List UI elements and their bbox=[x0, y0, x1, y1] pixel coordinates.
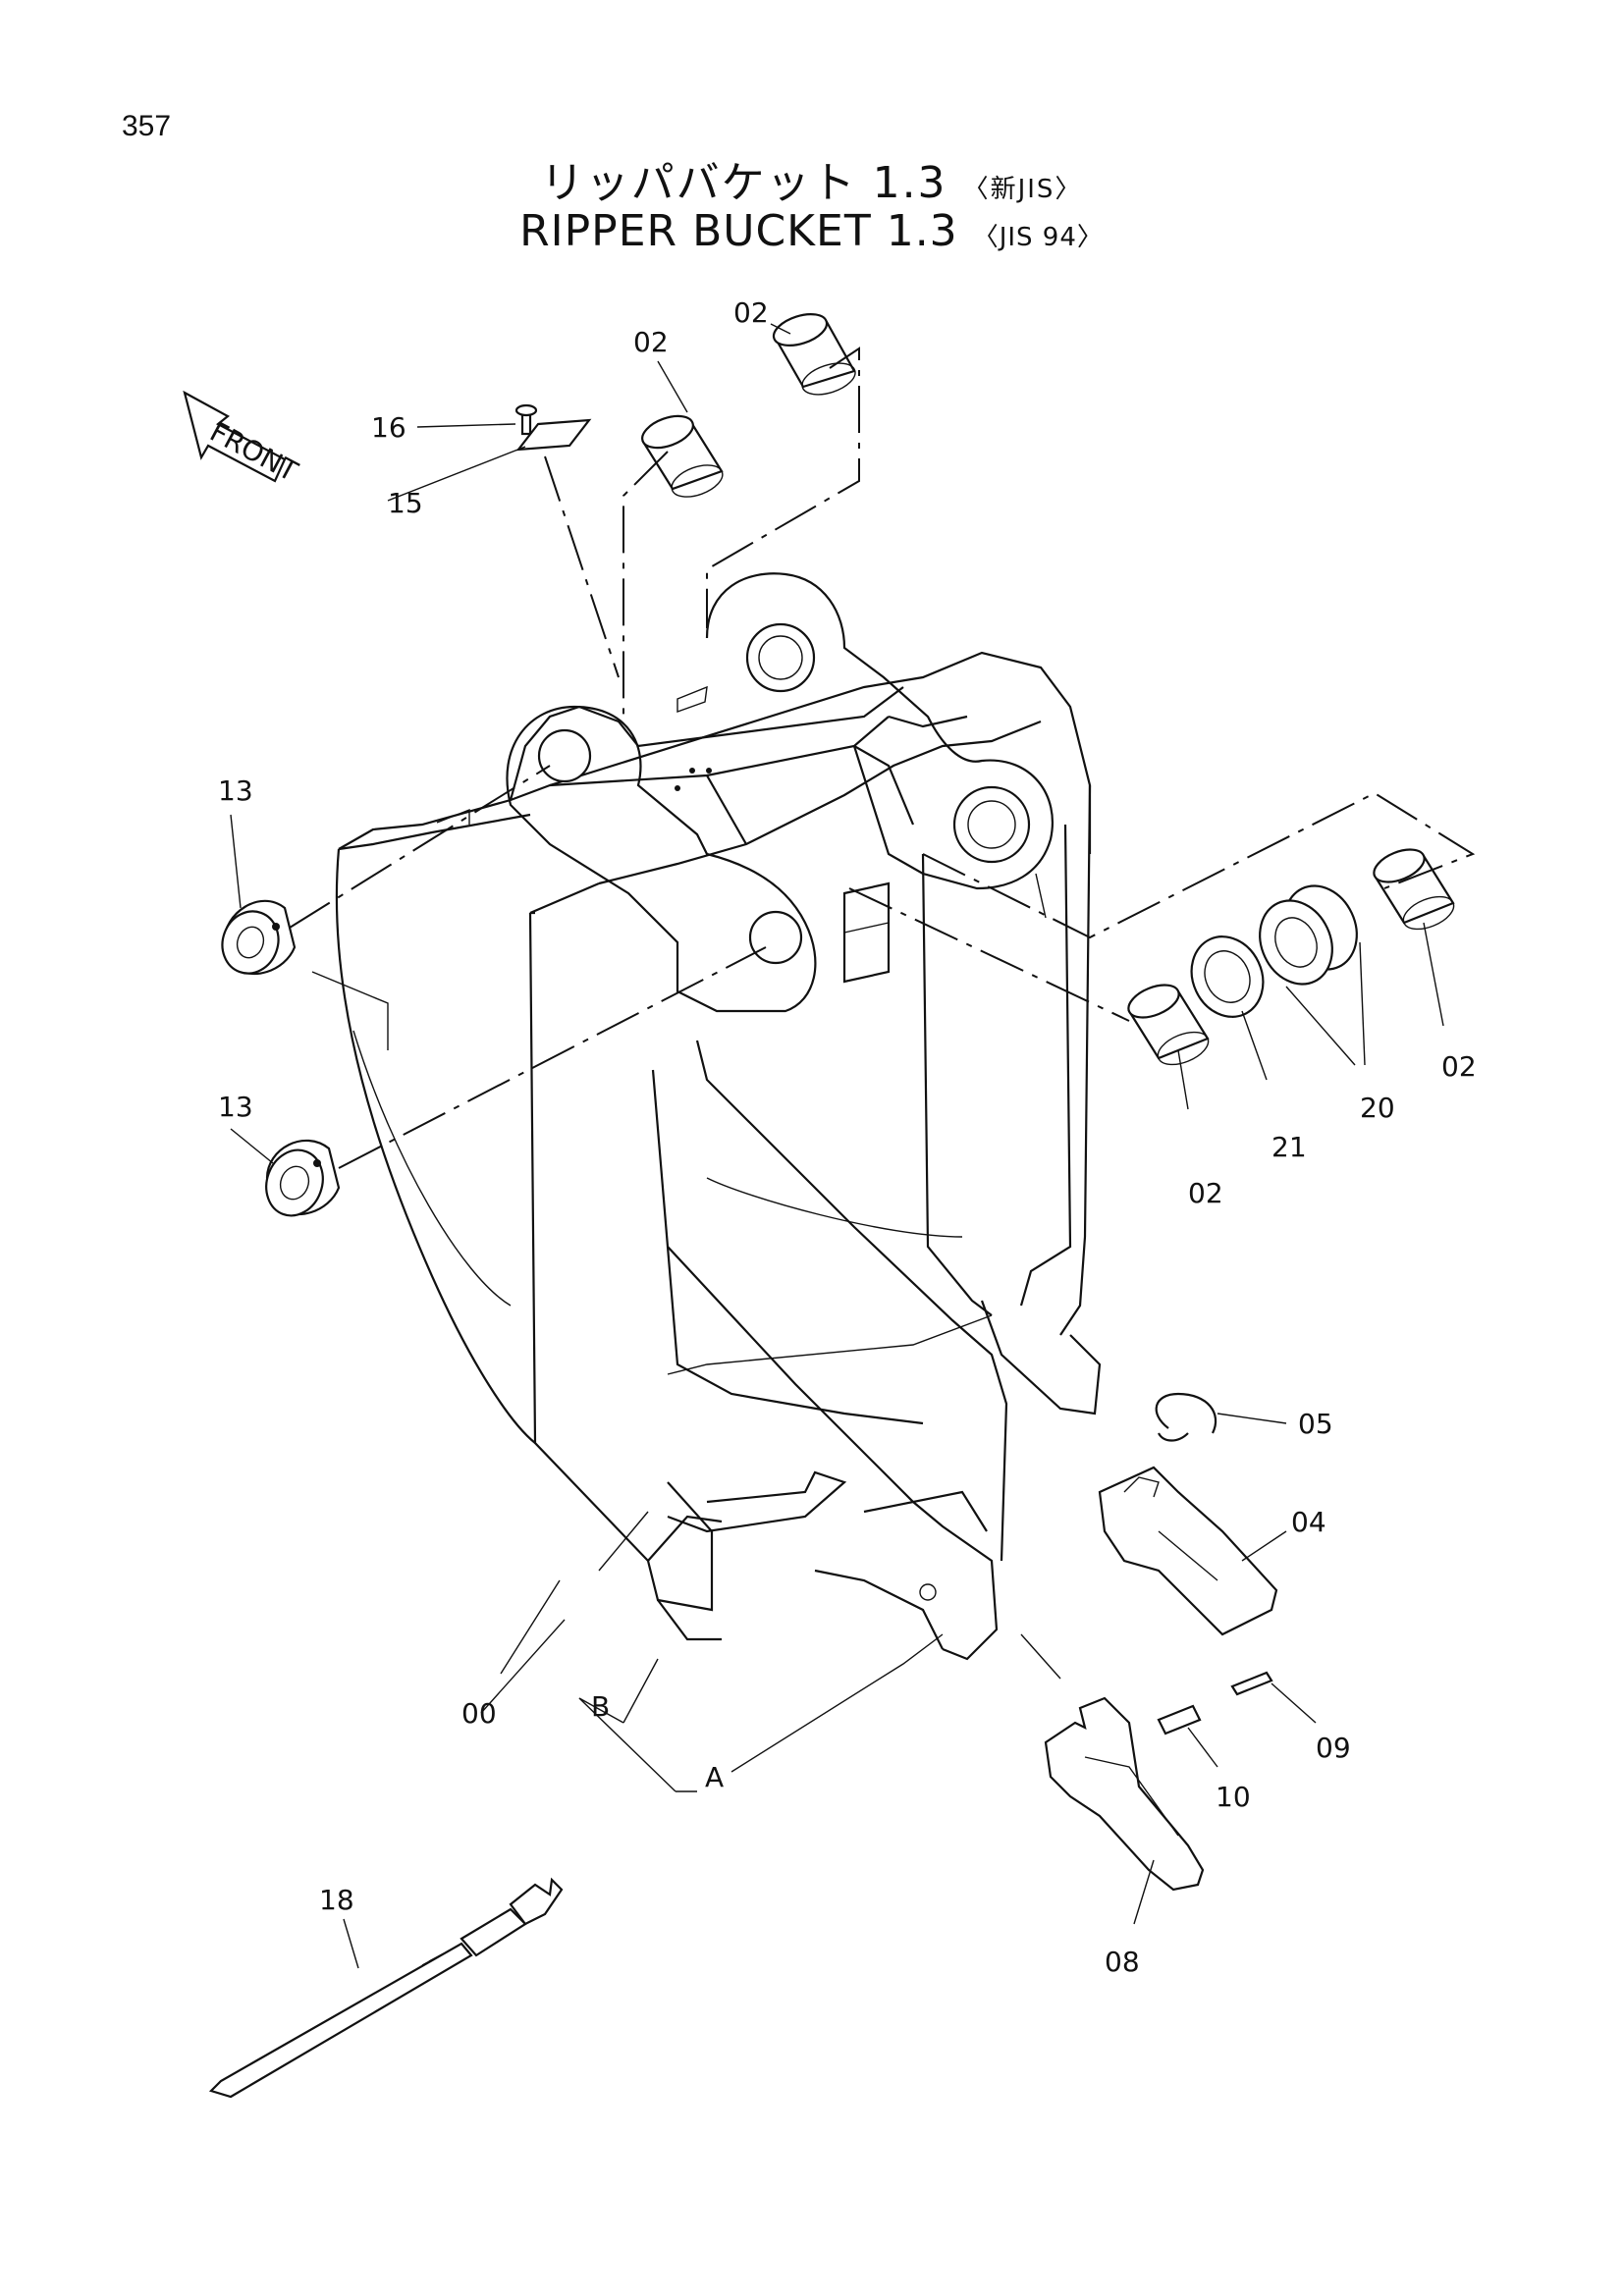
callout-08: 08 bbox=[1105, 1946, 1140, 1978]
title-japanese: リッパバケット 1.3 〈新JIS〉 bbox=[0, 147, 1623, 210]
callout-A: A bbox=[705, 1761, 724, 1793]
part-13-collar-lower bbox=[265, 1139, 341, 1217]
callout-09: 09 bbox=[1316, 1732, 1351, 1764]
part-08-ripper-tooth bbox=[1044, 1696, 1205, 1892]
callout-02-right-upper: 02 bbox=[1441, 1050, 1477, 1083]
callout-05: 05 bbox=[1298, 1408, 1333, 1440]
part-16-bolt bbox=[514, 403, 538, 436]
callout-21: 21 bbox=[1271, 1131, 1307, 1163]
part-09-pin bbox=[1230, 1671, 1273, 1696]
callout-20: 20 bbox=[1360, 1092, 1395, 1124]
part-05-lock-clip bbox=[1155, 1392, 1217, 1442]
callout-18: 18 bbox=[319, 1884, 354, 1916]
callout-13-upper: 13 bbox=[218, 774, 253, 807]
title-en-standard: 〈JIS 94〉 bbox=[972, 223, 1104, 252]
page-number: 357 bbox=[122, 110, 172, 142]
part-13-collar-upper bbox=[221, 899, 297, 976]
part-02-bushing-top-left bbox=[641, 414, 724, 498]
callout-00: 00 bbox=[461, 1697, 497, 1730]
part-20-shims bbox=[1259, 884, 1358, 986]
part-02-bushing-right-lower bbox=[1127, 984, 1210, 1066]
part-15-nameplate bbox=[515, 418, 592, 452]
title-jp-standard: 〈新JIS〉 bbox=[962, 175, 1083, 204]
callout-02-top-right: 02 bbox=[733, 296, 769, 329]
part-10-pin bbox=[1157, 1704, 1202, 1735]
part-21-washer bbox=[1190, 935, 1265, 1018]
part-04-tooth bbox=[1098, 1466, 1278, 1636]
title-en-text: RIPPER BUCKET 1.3 bbox=[519, 206, 958, 256]
callout-02-top-left: 02 bbox=[633, 326, 669, 358]
front-arrow-icon: FRONT bbox=[183, 390, 303, 488]
callout-B: B bbox=[591, 1690, 610, 1723]
callout-04: 04 bbox=[1291, 1506, 1326, 1538]
title-jp-text: リッパバケット 1.3 bbox=[540, 158, 947, 208]
callout-10: 10 bbox=[1216, 1781, 1251, 1813]
callout-02-right-lower: 02 bbox=[1188, 1177, 1223, 1209]
part-18-rod bbox=[208, 1877, 564, 2099]
callout-16: 16 bbox=[371, 411, 406, 444]
part-02-bushing-right-upper bbox=[1373, 848, 1455, 931]
callout-15: 15 bbox=[388, 487, 423, 519]
callout-13-lower: 13 bbox=[218, 1091, 253, 1123]
part-02-bushing-top-right bbox=[772, 313, 856, 396]
bucket-body bbox=[311, 572, 1102, 1661]
title-english: RIPPER BUCKET 1.3 〈JIS 94〉 bbox=[0, 206, 1623, 256]
